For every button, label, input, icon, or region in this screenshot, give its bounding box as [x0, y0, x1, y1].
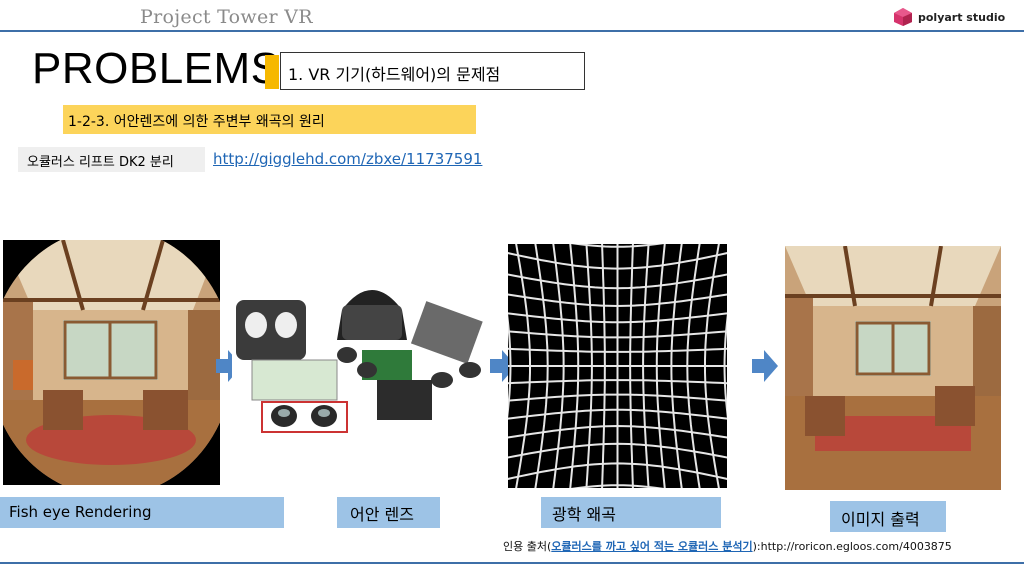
arrow-right-icon — [216, 350, 242, 382]
dk2-label: 오큘러스 리프트 DK2 분리 — [18, 147, 205, 172]
arrow-right-icon — [490, 350, 516, 382]
grid-line — [655, 244, 666, 488]
grid-line — [686, 244, 701, 488]
citation-link[interactable]: 오큘러스를 까고 싶어 적는 오큘러스 분석기 — [551, 540, 753, 553]
citation: 인용 출처(오큘러스를 까고 싶어 적는 오큘러스 분석기):http://ro… — [503, 538, 952, 554]
grid-line — [723, 313, 727, 419]
section-title: 1. VR 기기(하드웨어)의 문제점 — [280, 52, 585, 90]
fisheye-rendering-image — [3, 240, 220, 485]
cube-logo-icon — [894, 8, 912, 26]
footer-divider — [0, 562, 1024, 564]
grid-line — [508, 408, 727, 420]
distortion-grid-image — [508, 244, 727, 488]
caption-distortion: 광학 왜곡 — [541, 497, 721, 528]
grid-line — [670, 244, 683, 488]
page-title: PROBLEMS — [32, 44, 281, 93]
grid-line — [570, 484, 665, 488]
citation-prefix: 인용 출처( — [503, 540, 552, 553]
subsection-title: 1-2-3. 어안렌즈에 의한 주변부 왜곡의 원리 — [63, 105, 476, 134]
caption-output: 이미지 출력 — [830, 501, 946, 532]
output-image — [785, 246, 1001, 490]
logo-text: polyart studio — [918, 10, 1006, 24]
grid-line — [508, 442, 727, 459]
polyart-logo: polyart studio — [893, 5, 1018, 29]
caption-fisheye: Fish eye Rendering — [0, 497, 284, 528]
source-link[interactable]: http://gigglehd.com/zbxe/11737591 — [213, 150, 483, 168]
grid-line — [642, 244, 650, 488]
accent-bar — [265, 55, 279, 89]
citation-suffix: ):http://roricon.egloos.com/4003875 — [752, 540, 952, 553]
grid-line — [508, 379, 727, 385]
grid-line — [508, 462, 727, 480]
grid-line — [704, 244, 720, 488]
arrow-right-icon — [752, 350, 778, 382]
grid-line — [508, 393, 727, 402]
grid-line — [508, 424, 727, 439]
header-divider — [0, 30, 1024, 32]
caption-lens: 어안 렌즈 — [337, 497, 440, 528]
project-title: Project Tower VR — [140, 6, 313, 28]
grid-line — [629, 244, 634, 488]
lens-parts-image — [232, 270, 500, 438]
